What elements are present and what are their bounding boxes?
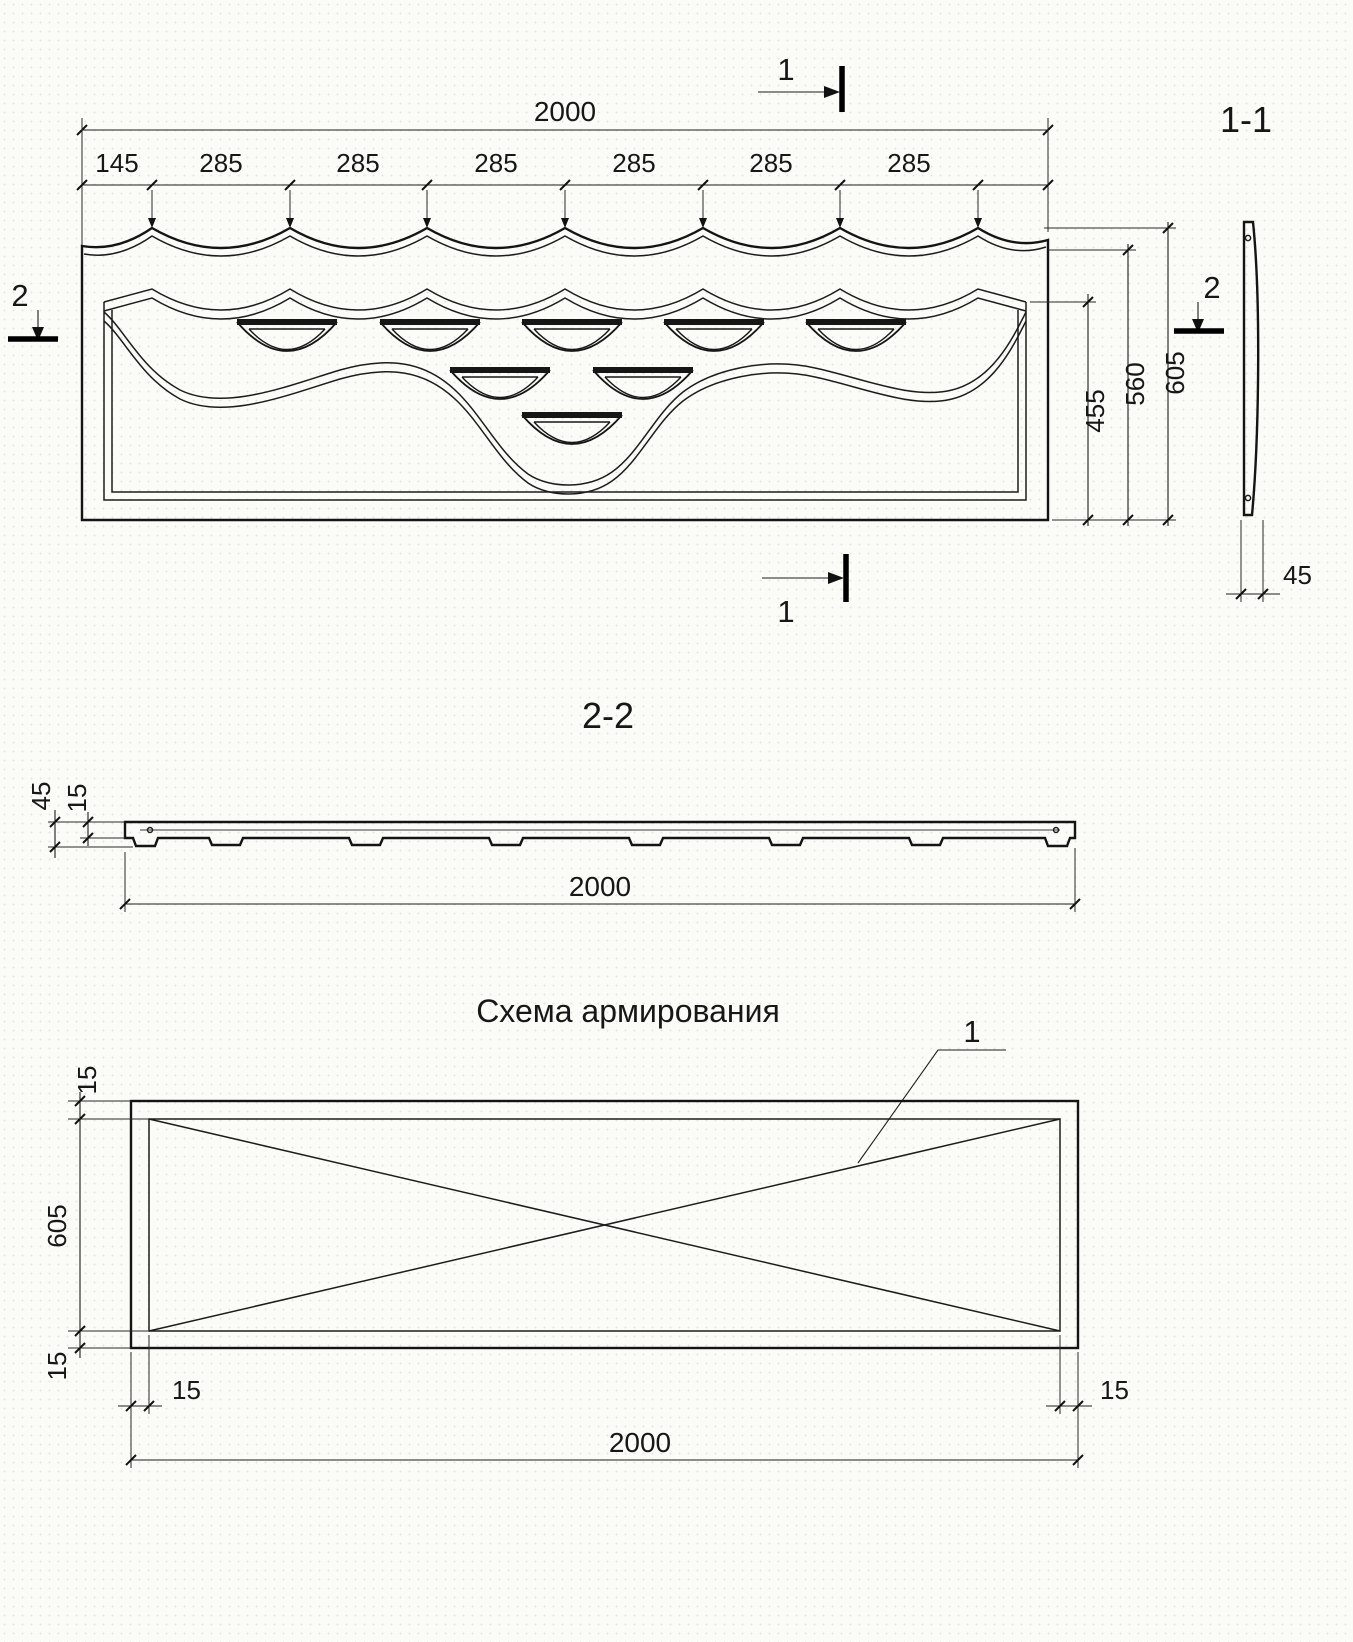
scallop-ornament	[379, 319, 481, 352]
scallop-ornament	[592, 367, 694, 400]
section-hole-right	[1052, 826, 1060, 834]
reinforcement-outer-rect	[129, 1099, 1080, 1350]
section-2-right-arrow	[1192, 319, 1204, 333]
dim-15-right-label: 15	[1100, 1375, 1129, 1405]
callout-leader	[857, 1049, 1006, 1164]
dim-ticks-2000-reinf	[125, 1454, 1084, 1466]
dim-15-bottom-label: 15	[42, 1352, 72, 1381]
panel-inner-border-outer	[103, 302, 1027, 501]
section-2-left-arrow	[32, 327, 44, 341]
dim-15-top-label: 15	[72, 1066, 102, 1095]
dim-605-label: 605	[1160, 351, 1190, 394]
dim-seg-285-2: 285	[336, 148, 379, 178]
scallop-ornament	[449, 367, 551, 400]
side-profile-hole-bottom	[1244, 494, 1252, 502]
section-2-2-title: 2-2	[582, 695, 634, 736]
dim-15-left-label: 15	[172, 1375, 201, 1405]
dim-2000-section-label: 2000	[569, 871, 631, 902]
peak-pointer-lines	[151, 190, 979, 218]
dim-seg-285-4: 285	[612, 148, 655, 178]
side-profile-hole-top	[1244, 234, 1252, 242]
swag-line-lower	[103, 297, 1027, 320]
section-marker-1-bottom: 1	[762, 554, 849, 629]
section-1-bottom-arrow	[828, 572, 844, 584]
scallop-ornaments-row1	[236, 319, 907, 352]
dim-ticks-heights	[1082, 222, 1174, 526]
dim-455-label: 455	[1080, 389, 1110, 432]
callout-label: 1	[963, 1014, 980, 1049]
elevation-view: 2000 145 285 285 285 285 285 285	[8, 52, 1224, 629]
swag-line-upper	[103, 288, 1027, 311]
section-2-right-label: 2	[1203, 270, 1220, 305]
side-view-title: 1-1	[1220, 99, 1272, 140]
side-profile-outline	[1242, 220, 1260, 517]
wave-line-lower	[103, 320, 1027, 495]
peak-pointer-arrows	[148, 218, 982, 228]
dim-15-section-label: 15	[62, 784, 92, 813]
scallop-ornament	[236, 319, 338, 352]
section-1-top-label: 1	[777, 52, 794, 87]
dim-45-side-label: 45	[1283, 560, 1312, 590]
dim-ticks-reinf-left	[74, 1095, 86, 1354]
section-marker-2-right: 2	[1174, 270, 1224, 334]
scallop-ornament	[521, 412, 623, 445]
scallop-ornament	[663, 319, 765, 352]
side-view-1-1: 1-1 45	[1220, 99, 1312, 602]
reinforcement-title: Схема армирования	[476, 993, 780, 1029]
scallop-ornament	[521, 319, 623, 352]
dim-560-label: 560	[1120, 362, 1150, 405]
reinforcement-scheme: Схема армирования 1 15 605 15 15 15 2000	[42, 993, 1129, 1468]
section-profile-outline	[123, 820, 1077, 848]
dim-45-section-label: 45	[26, 782, 56, 811]
dim-2000-reinf-label: 2000	[609, 1427, 671, 1458]
scallop-ornaments-row3	[521, 412, 623, 445]
dim-seg-285-5: 285	[749, 148, 792, 178]
dim-ticks-2000-section	[119, 898, 1081, 910]
section-marker-1-top: 1	[758, 52, 845, 112]
section-2-left-label: 2	[11, 278, 28, 313]
height-dimensions: 455 560 605	[1030, 222, 1190, 526]
scallop-ornament	[805, 319, 907, 352]
dim-seg-285-3: 285	[474, 148, 517, 178]
dim-605-reinf-label: 605	[42, 1204, 72, 1247]
dim-ticks-segments	[76, 179, 1054, 191]
section-1-bottom-label: 1	[777, 594, 794, 629]
section-1-top-arrow	[824, 86, 840, 98]
section-marker-2-left: 2	[8, 278, 58, 342]
section-view-2-2: 2-2 45 15 2000	[26, 695, 1081, 912]
dim-total-label: 2000	[534, 96, 596, 127]
dim-seg-285-1: 285	[199, 148, 242, 178]
dim-seg-285-6: 285	[887, 148, 930, 178]
wave-line-upper	[103, 311, 1027, 486]
dim-seg-145: 145	[95, 148, 138, 178]
scallop-ornaments-row2	[449, 367, 694, 400]
panel-inner-border-inner	[111, 310, 1019, 493]
reinforcement-inner-rect	[148, 1118, 1061, 1332]
panel-outline	[80, 226, 1050, 522]
dim-ticks-section-left	[49, 816, 94, 853]
dim-ticks-15-bottom	[125, 1400, 1084, 1412]
panel-top-inner-line	[83, 235, 1047, 257]
reinforcement-diagonal-2	[148, 1118, 1061, 1332]
section-hole-left	[146, 826, 154, 834]
dim-ticks-45-side	[1235, 588, 1269, 600]
